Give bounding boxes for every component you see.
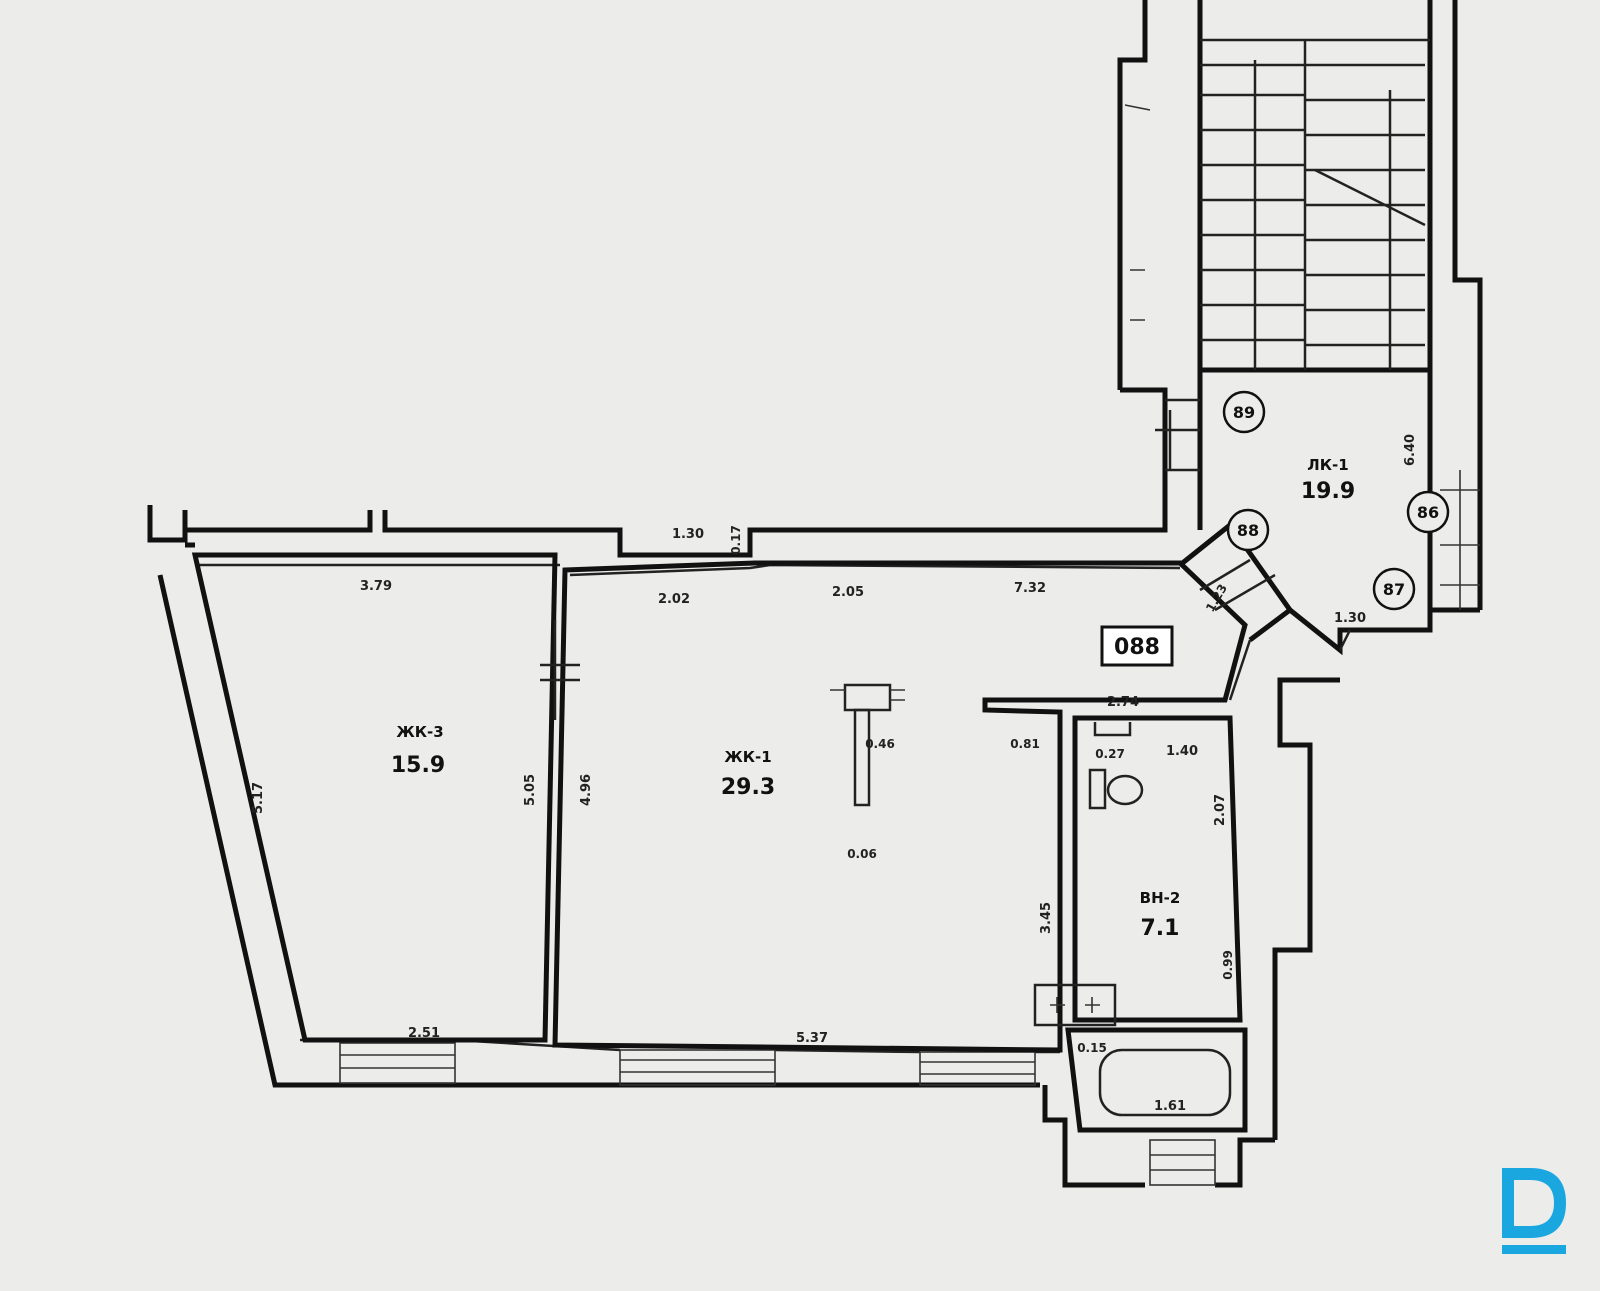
dim-label: 3.45 xyxy=(1039,902,1054,934)
dim-label: 2.51 xyxy=(408,1026,440,1041)
room-left-code: ЖК-3 xyxy=(396,723,443,741)
svg-text:87: 87 xyxy=(1383,580,1405,599)
svg-text:86: 86 xyxy=(1417,503,1439,522)
bathroom-outline xyxy=(1072,715,1243,1023)
room-left-area: 15.9 xyxy=(391,753,445,778)
stair-hall-code: ЛК-1 xyxy=(1307,456,1348,474)
dim-label: 0.17 xyxy=(729,525,743,555)
bathroom-area: 7.1 xyxy=(1141,916,1180,941)
dim-label: 0.06 xyxy=(847,847,877,861)
dim-label: 0.99 xyxy=(1221,950,1235,980)
dim-label: 0.15 xyxy=(1077,1041,1107,1055)
dim-label: 5.05 xyxy=(523,774,538,806)
bathroom-code: ВН-2 xyxy=(1140,889,1181,907)
dim-label: 7.32 xyxy=(1014,581,1046,596)
toilet xyxy=(1088,768,1144,810)
dim-label: 2.07 xyxy=(1213,794,1228,826)
windows xyxy=(339,1042,1216,1186)
neighbor-marker: 87 xyxy=(1372,567,1416,611)
dim-label: 0.46 xyxy=(865,737,895,751)
dim-label: 2.05 xyxy=(832,585,864,600)
dim-label: 2.02 xyxy=(658,592,690,607)
dim-label: 0.27 xyxy=(1095,747,1125,761)
brand-logo xyxy=(1502,1168,1566,1254)
svg-text:88: 88 xyxy=(1237,521,1259,540)
neighbor-marker: 86 xyxy=(1406,490,1450,534)
svg-text:89: 89 xyxy=(1233,403,1255,422)
bathtub xyxy=(1098,1048,1232,1117)
neighbor-marker: 88 xyxy=(1226,508,1270,552)
dim-label: 6.40 xyxy=(1403,434,1418,466)
room-main-outline xyxy=(552,560,1248,1053)
dim-label: 5.37 xyxy=(796,1031,828,1046)
sink xyxy=(1033,983,1117,1027)
dim-label: 0.81 xyxy=(1010,737,1040,751)
dim-label: 2.74 xyxy=(1107,695,1139,710)
apartment-number: 088 xyxy=(1114,635,1160,660)
neighbor-marker: 89 xyxy=(1222,390,1266,434)
dim-label: 3.79 xyxy=(360,579,392,594)
central-column xyxy=(830,683,905,807)
stair-hall xyxy=(1155,38,1433,656)
dim-label: 1.30 xyxy=(672,527,704,542)
room-left-outline xyxy=(191,552,558,1043)
room-main-area: 29.3 xyxy=(721,775,775,800)
dim-label: 4.96 xyxy=(579,774,594,806)
dim-label: 5.17 xyxy=(251,782,266,814)
apartment-number-box xyxy=(1100,625,1174,667)
dim-label: 1.30 xyxy=(1334,611,1366,626)
stair-hall-area: 19.9 xyxy=(1301,479,1355,504)
dim-label: 1.61 xyxy=(1154,1099,1186,1114)
dim-label: 1.40 xyxy=(1166,744,1198,759)
room-main-code: ЖК-1 xyxy=(724,748,771,766)
